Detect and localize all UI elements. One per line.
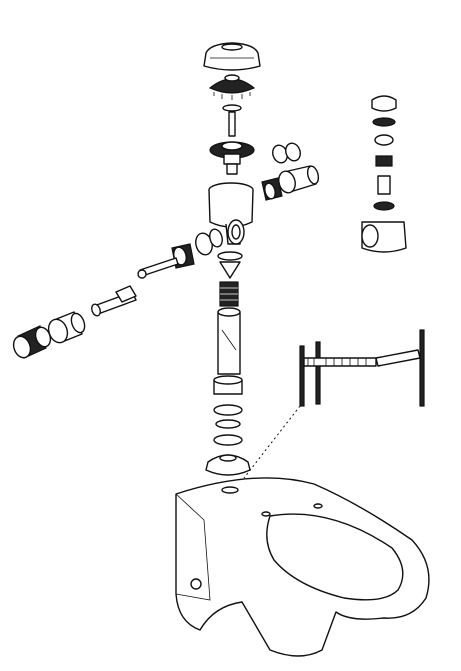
gasket: [195, 228, 223, 256]
tube: [217, 307, 241, 375]
coupling-nut: [47, 311, 86, 344]
seal: [217, 251, 243, 279]
vacuum-breaker-kit: [361, 95, 407, 253]
handle-bushing: [137, 243, 195, 279]
handle: [91, 285, 137, 317]
cap: [203, 42, 261, 71]
valve-body: [208, 182, 254, 245]
tailpiece-coupling: [261, 165, 320, 201]
tool: [243, 329, 425, 479]
o-rings: [272, 142, 301, 164]
stem: [222, 104, 242, 137]
ribbed-cover: [208, 74, 256, 100]
plunger: [219, 281, 239, 307]
spud-nut: [213, 375, 243, 395]
nut: [12, 325, 52, 359]
toilet-bowl: [175, 477, 430, 657]
flange: [205, 454, 251, 476]
diaphragm-assembly: [209, 141, 255, 175]
spud-gasket: [213, 404, 243, 446]
